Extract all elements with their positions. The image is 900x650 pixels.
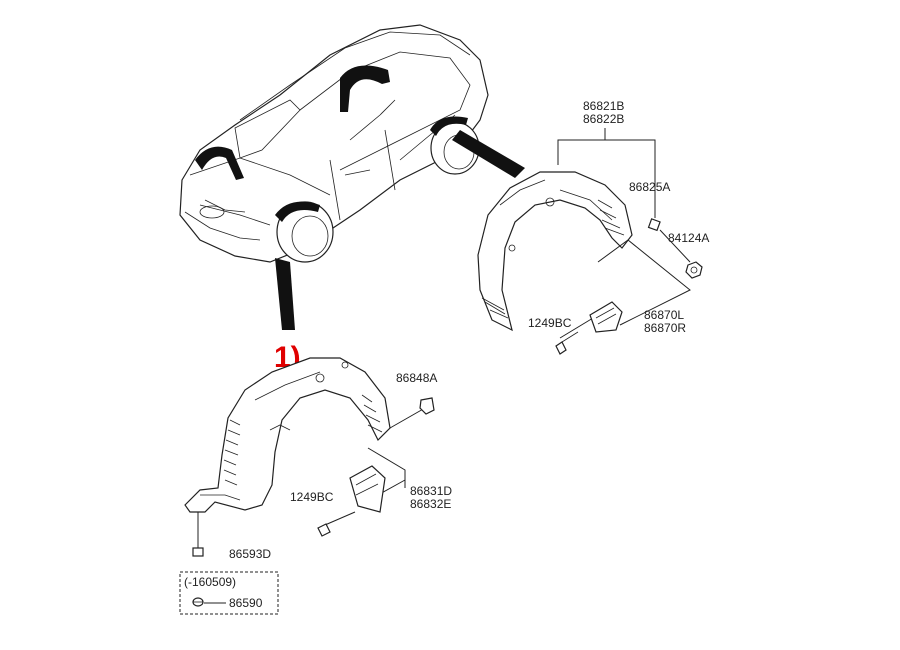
part-number-rear-liner-right: 86822B [583, 112, 624, 126]
leader-line [389, 407, 426, 429]
bolt-icon [555, 331, 579, 355]
bolt-icon [192, 547, 204, 557]
mud-flap-icon [349, 465, 386, 513]
leader-line [597, 239, 691, 326]
leader-line [557, 139, 656, 218]
part-number-front-flap-right: 86832E [410, 497, 451, 511]
part-number-front-bolt: 1249BC [290, 490, 334, 504]
clip-icon [647, 218, 661, 232]
bolt-icon [317, 523, 331, 537]
part-number-rear-clip: 86825A [629, 180, 670, 194]
part-number-rear-flap-right: 86870R [644, 321, 686, 335]
clip-icon [419, 397, 435, 415]
leader-line [659, 229, 691, 263]
mud-flap-icon [589, 301, 623, 333]
part-number-front-screw: 86593D [229, 547, 271, 561]
part-number-rear-liner-left: 86821B [583, 99, 624, 113]
part-number-rear-flap-left: 86870L [644, 308, 684, 322]
clip-icon [192, 597, 204, 607]
part-number-old-fastener: 86590 [229, 596, 263, 610]
part-number-front-flap-left: 86831D [410, 484, 452, 498]
rear-wheel-guard-icon [477, 171, 633, 332]
leader-line [324, 511, 356, 526]
nut-icon [685, 261, 703, 279]
part-number-rear-bolt: 1249BC [528, 316, 572, 330]
part-number-front-clip: 86848A [396, 371, 437, 385]
part-number-rear-nut: 84124A [668, 231, 709, 245]
front-wheel-guard-icon [184, 357, 391, 513]
leader-line [367, 447, 406, 488]
car-icon [179, 24, 525, 330]
superseded-period-label: (-160509) [184, 575, 236, 589]
